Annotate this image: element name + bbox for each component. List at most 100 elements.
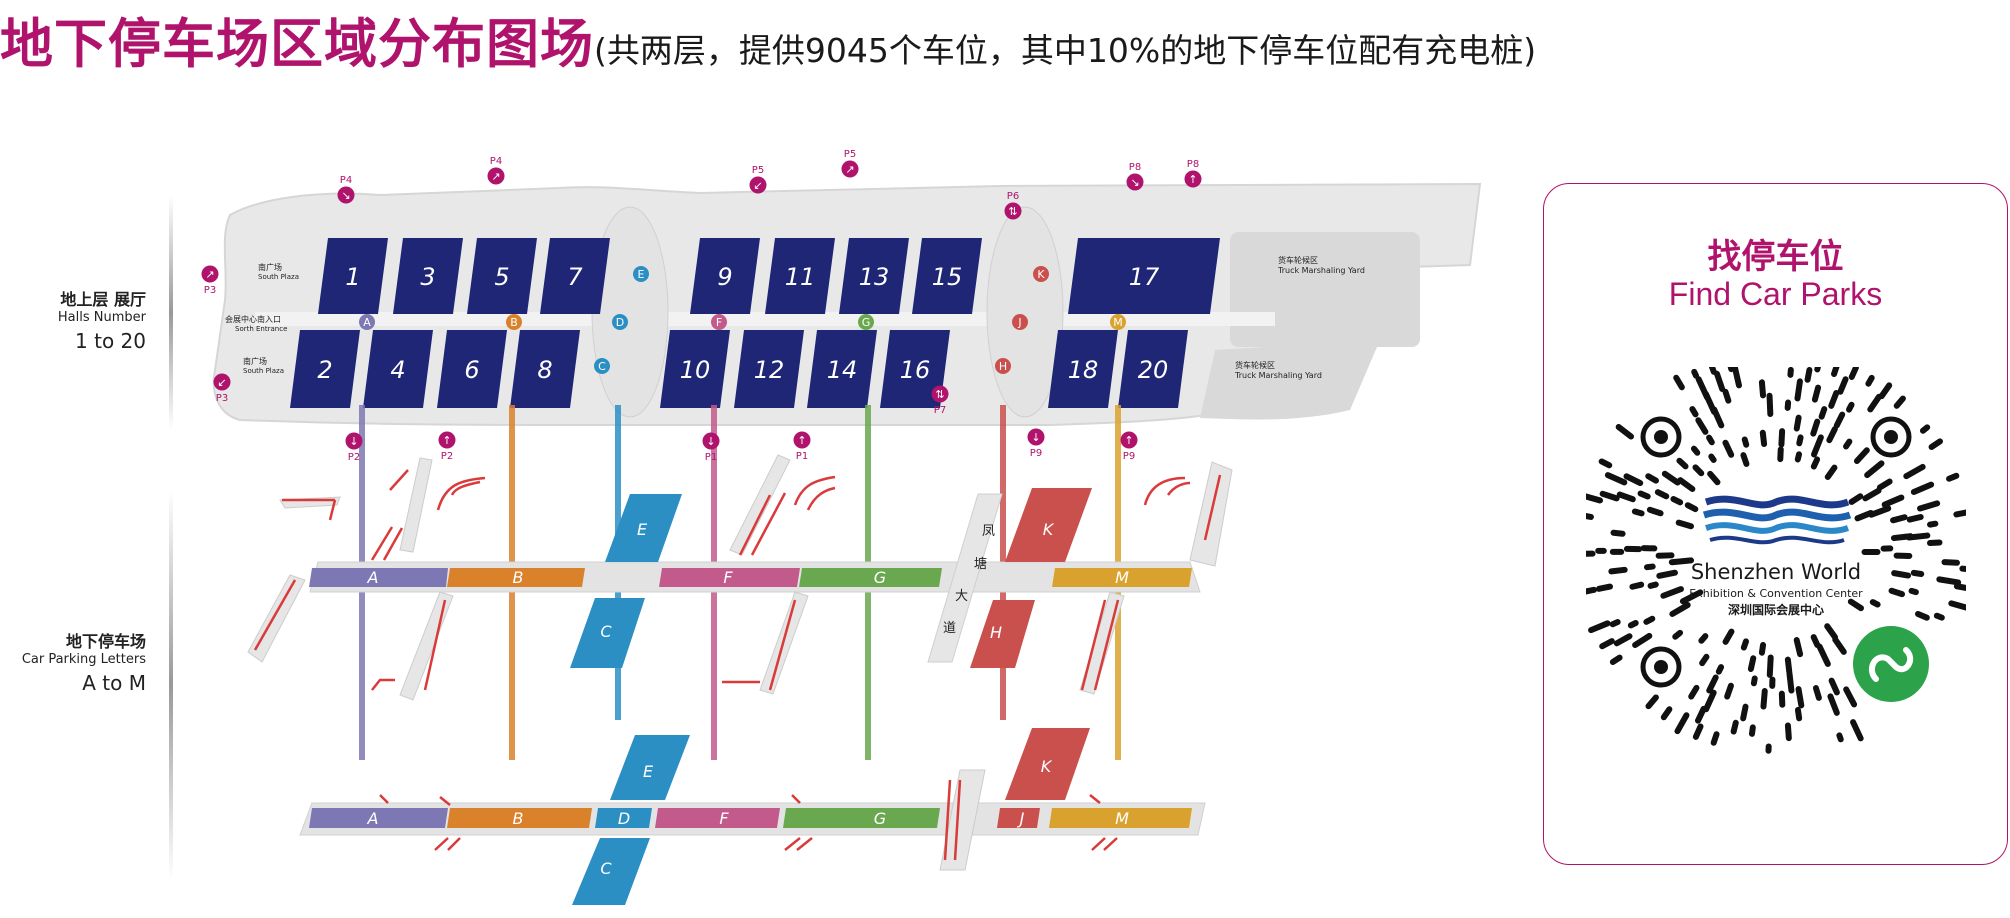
code-mark (1876, 478, 1893, 491)
code-mark (1646, 506, 1664, 517)
entrance-p3-7-icon[interactable]: ↗P3 (201, 265, 219, 297)
hall-8[interactable]: 8 (510, 330, 580, 408)
hall-13[interactable]: 13 (839, 238, 909, 314)
ramp-1 (247, 574, 306, 663)
entrance-label: P1 (705, 452, 717, 463)
parking-1-zone-e[interactable]: E (605, 494, 682, 562)
code-mark (1615, 423, 1635, 440)
code-mark (1826, 426, 1838, 444)
parking-zone-letter: B (513, 568, 524, 587)
parking-2-zone-k[interactable]: K (1005, 728, 1090, 800)
hall-12[interactable]: 12 (734, 330, 804, 408)
entrance-p5-3-icon[interactable]: ↗P5 (841, 149, 859, 178)
zone-marker-b[interactable]: B (506, 314, 522, 330)
hall-10[interactable]: 10 (660, 330, 730, 408)
zone-marker-c[interactable]: C (594, 358, 610, 374)
entrance-p8-6-icon[interactable]: ↑P8 (1184, 159, 1202, 188)
zone-marker-j[interactable]: J (1012, 314, 1028, 330)
parking-2-zone-m[interactable]: M (1049, 808, 1192, 828)
parking-1-zone-m[interactable]: M (1052, 568, 1192, 587)
parking-2-zone-f[interactable]: F (655, 808, 780, 828)
hall-3[interactable]: 3 (393, 238, 463, 314)
svg-text:↑: ↑ (1124, 434, 1133, 447)
hall-6[interactable]: 6 (437, 330, 507, 408)
parking-1-zone-g[interactable]: G (799, 568, 942, 587)
code-mark (1740, 638, 1749, 651)
entrance-p6-4-icon[interactable]: ⇅P6 (1004, 191, 1022, 220)
entrance-p7-13-icon[interactable]: ⇅P7 (931, 385, 949, 417)
parking-1-zone-a[interactable]: A (309, 568, 448, 587)
card-heading-en: Find Car Parks (1668, 276, 1883, 312)
hall-7[interactable]: 7 (540, 238, 610, 314)
lane-arrow-21 (791, 794, 801, 804)
hall-15[interactable]: 15 (912, 238, 982, 314)
hall-17[interactable]: 17 (1068, 238, 1220, 314)
entrance-p9-15-icon[interactable]: ↑P9 (1120, 431, 1138, 463)
code-mark (1608, 566, 1628, 575)
zone-marker-f[interactable]: F (711, 314, 727, 330)
hall-11[interactable]: 11 (765, 238, 835, 314)
parking-2-zone-e[interactable]: E (610, 735, 690, 800)
code-mark (1846, 401, 1855, 413)
wechat-miniprogram-code[interactable]: Shenzhen World Exhibition & Convention C… (1586, 367, 1966, 767)
zone-marker-a[interactable]: A (359, 314, 375, 330)
parking-2-zone-j[interactable]: J (997, 808, 1040, 828)
code-mark (1722, 628, 1735, 645)
hall-number: 1 (345, 263, 360, 291)
code-mark (1926, 539, 1943, 546)
parking-1-zone-c[interactable]: C (570, 598, 645, 668)
entrance-p4-0-icon[interactable]: ↘P4 (337, 175, 355, 204)
hall-9[interactable]: 9 (690, 238, 760, 314)
parking-2-zone-a[interactable]: A (309, 808, 448, 828)
code-mark (1675, 519, 1694, 530)
entrance-p4-1-icon[interactable]: ↗P4 (487, 156, 505, 185)
zone-marker-e[interactable]: E (633, 266, 649, 282)
miniprogram-icon (1853, 626, 1929, 702)
code-mark (1713, 370, 1726, 392)
zone-marker-d[interactable]: D (612, 314, 628, 330)
svg-text:深圳国际会展中心: 深圳国际会展中心 (1728, 602, 1824, 617)
entrance-p1-11-icon[interactable]: ↓P1 (702, 432, 720, 464)
parking-2-zone-g[interactable]: G (783, 808, 940, 828)
parking-2-zone-c[interactable]: C (572, 838, 650, 905)
code-mark (1837, 376, 1849, 395)
hall-4[interactable]: 4 (363, 330, 433, 408)
code-mark (1656, 569, 1678, 579)
code-mark (1881, 494, 1905, 508)
entrance-p1-12-icon[interactable]: ↑P1 (793, 431, 811, 463)
zone-marker-h[interactable]: H (995, 358, 1011, 374)
code-mark (1730, 719, 1739, 735)
divider-lower (169, 490, 173, 880)
entrance-p9-14-icon[interactable]: ↓P9 (1027, 428, 1045, 460)
finder-top-left-icon (1640, 416, 1682, 458)
parking-2-zone-d[interactable]: D (595, 808, 652, 828)
hall-18[interactable]: 18 (1048, 330, 1118, 408)
parking-1-zone-f[interactable]: F (659, 568, 800, 587)
entrance-p8-5-icon[interactable]: ↘P8 (1126, 162, 1144, 191)
parking-1-zone-k[interactable]: K (1005, 488, 1092, 562)
entrance-p2-10-icon[interactable]: ↑P2 (438, 431, 456, 463)
hall-number: 6 (464, 356, 479, 384)
zone-marker-k[interactable]: K (1033, 266, 1049, 282)
code-mark (1824, 464, 1838, 480)
code-mark (1586, 513, 1594, 520)
lane-arrow-5 (450, 480, 481, 496)
hall-1[interactable]: 1 (318, 238, 388, 314)
hall-number: 18 (1068, 356, 1099, 384)
hall-5[interactable]: 5 (467, 238, 537, 314)
parking-1-zone-b[interactable]: B (447, 568, 585, 587)
svg-text:K: K (1037, 268, 1045, 281)
hall-20[interactable]: 20 (1118, 330, 1188, 408)
entrance-p5-2-icon[interactable]: ↙P5 (749, 165, 767, 194)
hall-14[interactable]: 14 (807, 330, 877, 408)
parking-2-zone-b[interactable]: B (447, 808, 592, 828)
hall-2[interactable]: 2 (290, 330, 360, 408)
parking-1-zone-h[interactable]: H (970, 600, 1035, 668)
code-mark (1786, 670, 1795, 694)
hall-16[interactable]: 16 (880, 330, 950, 408)
zone-marker-m[interactable]: M (1110, 314, 1126, 330)
entrance-p3-8-icon[interactable]: ↙P3 (213, 373, 231, 405)
code-mark (1893, 395, 1906, 409)
zone-marker-g[interactable]: G (858, 314, 874, 330)
entrance-p2-9-icon[interactable]: ↓P2 (345, 432, 363, 464)
